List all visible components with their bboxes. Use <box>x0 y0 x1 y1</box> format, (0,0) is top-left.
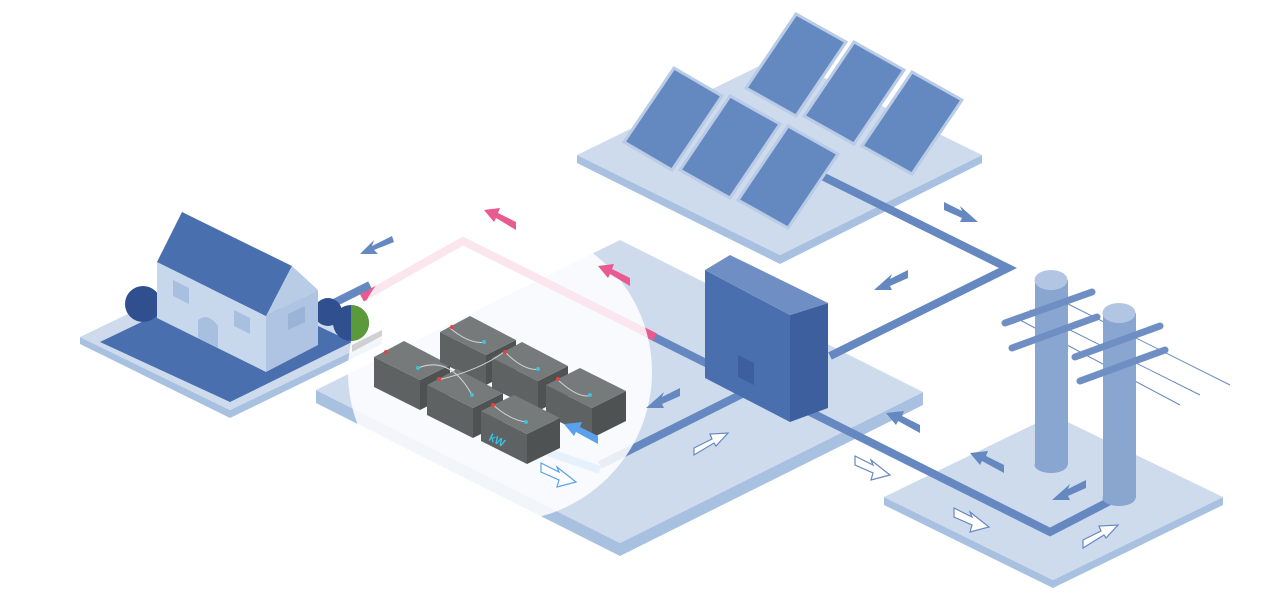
inverter-icon <box>705 255 828 422</box>
flow-arrow-icon <box>564 422 598 444</box>
flow-arrow-icon <box>970 451 1004 473</box>
flow-arrow-icon <box>1052 480 1086 500</box>
solar-line <box>820 172 1018 360</box>
grid-line-pole <box>808 408 1114 537</box>
house-icon <box>125 212 382 372</box>
flow-arrow-icon <box>886 411 920 433</box>
battery-bank: kW <box>374 316 626 464</box>
flow-arrow-icon <box>854 455 892 481</box>
solar-array <box>621 12 965 230</box>
flow-arrow-icon <box>693 432 730 457</box>
solar-panel-icon <box>743 12 849 118</box>
tree-icon <box>125 286 161 322</box>
utility-pole-icon <box>1001 270 1231 506</box>
flow-arrow-icon <box>540 462 578 488</box>
flow-arrow-icon <box>360 236 394 254</box>
flow-arrow-icon <box>646 388 680 408</box>
flow-arrow-icon <box>874 270 908 290</box>
flow-arrows <box>360 202 1120 550</box>
solar-panel-icon <box>621 65 725 173</box>
solar-panel-icon <box>735 124 841 230</box>
pole-platform <box>884 415 1223 588</box>
flow-arrow-icon <box>944 202 978 222</box>
solar-panel-icon <box>859 70 965 176</box>
flow-arrow-icon <box>953 507 991 533</box>
flow-arrow-icon <box>598 264 630 286</box>
battery-icon: kW <box>481 395 560 464</box>
solar-panel-icon <box>677 94 783 200</box>
solar-panel-icon <box>801 40 907 146</box>
flow-arrow-icon <box>1082 524 1120 550</box>
flow-arrow-icon <box>484 208 516 230</box>
